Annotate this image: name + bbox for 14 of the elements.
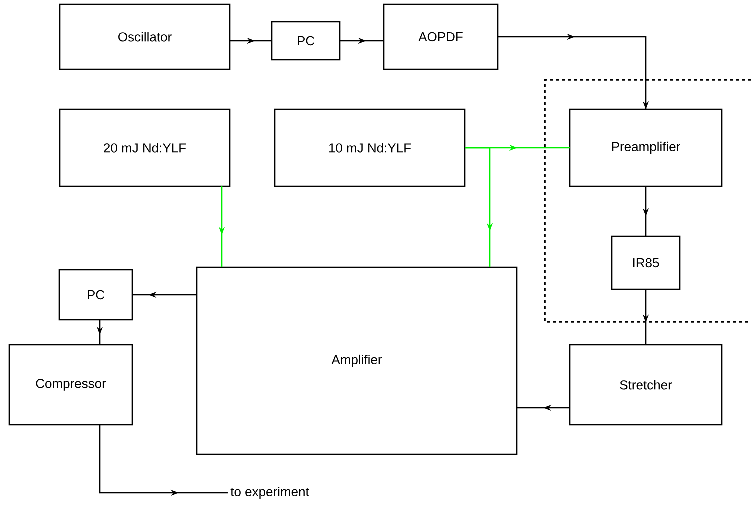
- process-box: IR85: [611, 236, 681, 290]
- process-box: Amplifier: [196, 266, 518, 456]
- arrow: [465, 147, 494, 268]
- process-box: 20 mJ Nd:YLF: [59, 108, 231, 188]
- process-box: Preamplifier: [569, 108, 723, 188]
- text-label: to experiment: [230, 486, 310, 500]
- process-box: Stretcher: [569, 344, 723, 426]
- process-box: 10 mJ Nd:YLF: [274, 108, 466, 188]
- process-box: AOPDF: [383, 4, 499, 70]
- arrow: [498, 34, 650, 110]
- process-box: Compressor: [8, 344, 134, 426]
- process-box: PC: [271, 21, 341, 61]
- process-box: PC: [58, 269, 134, 321]
- process-box: Oscillator: [59, 4, 231, 70]
